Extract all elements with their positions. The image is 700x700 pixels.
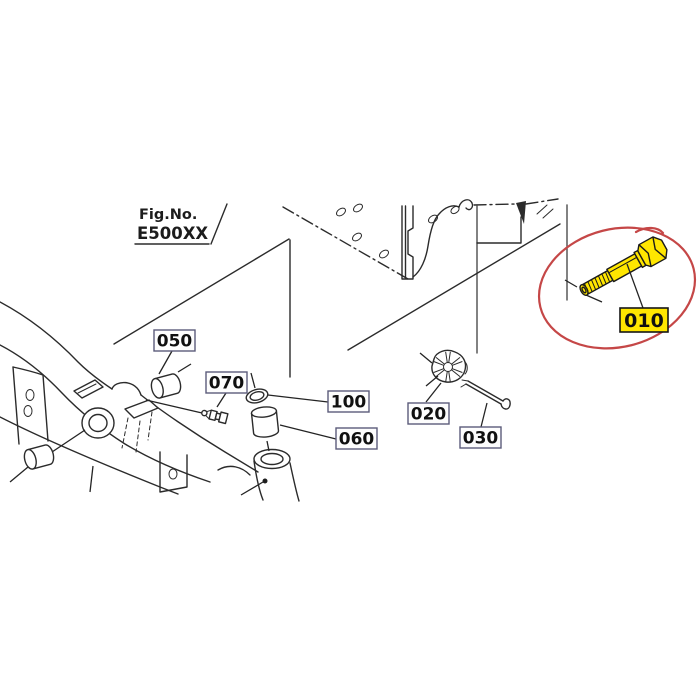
bolt-010-drawing — [564, 236, 668, 303]
bushing-050-lower-drawing — [23, 444, 55, 470]
part-label-box-050[interactable] — [153, 329, 196, 352]
castle-nut-020-drawing — [419, 349, 468, 387]
bolt-body — [579, 236, 668, 297]
frame-verticals-drawing — [476, 204, 568, 354]
callout-070[interactable]: 070 — [205, 371, 248, 408]
pivot-boss-drawing — [240, 448, 300, 502]
part-label-text-030[interactable]: 030 — [463, 429, 499, 449]
part-label-box-030[interactable] — [459, 426, 502, 449]
part-label-text-070[interactable]: 070 — [209, 374, 245, 394]
part-label-box-100[interactable] — [327, 390, 370, 413]
part-label-text-010[interactable]: 010 — [624, 310, 664, 332]
part-label-text-060[interactable]: 060 — [339, 430, 375, 450]
fig-no-label: Fig.No. — [139, 207, 197, 223]
fig-no-value: E500XX — [137, 224, 208, 243]
frame-clip — [516, 201, 526, 224]
highlight-circle — [537, 226, 697, 350]
fig-no-slash — [210, 203, 228, 245]
part-label-box-060[interactable] — [335, 427, 378, 450]
part-label-text-100[interactable]: 100 — [331, 393, 367, 413]
callout-010[interactable]: 010 — [619, 263, 669, 333]
frame-plate-drawing — [282, 198, 559, 280]
panel-edges-drawing — [113, 223, 561, 378]
part-label-text-020[interactable]: 020 — [411, 405, 447, 425]
figure-number: Fig.No. E500XX — [134, 203, 228, 245]
bushing-050-upper-drawing — [150, 373, 182, 399]
callout-030[interactable]: 030 — [459, 402, 502, 449]
callout-100[interactable]: 100 — [267, 390, 370, 413]
part-label-text-050[interactable]: 050 — [157, 332, 193, 352]
callout-020[interactable]: 020 — [407, 382, 450, 425]
frame-arm-drawing — [0, 301, 259, 495]
bolt-head — [637, 236, 668, 268]
part-label-box-010[interactable] — [619, 307, 669, 333]
callout-050[interactable]: 050 — [153, 329, 196, 375]
grease-fitting-070-drawing — [201, 409, 229, 425]
oring-100-drawing — [245, 372, 269, 404]
collar-060-drawing — [250, 406, 280, 452]
part-label-box-070[interactable] — [205, 371, 248, 394]
cotter-pin-030-drawing — [460, 379, 511, 410]
part-label-box-020[interactable] — [407, 402, 450, 425]
callout-060[interactable]: 060 — [279, 424, 378, 450]
grease-hole-dot — [262, 478, 268, 484]
